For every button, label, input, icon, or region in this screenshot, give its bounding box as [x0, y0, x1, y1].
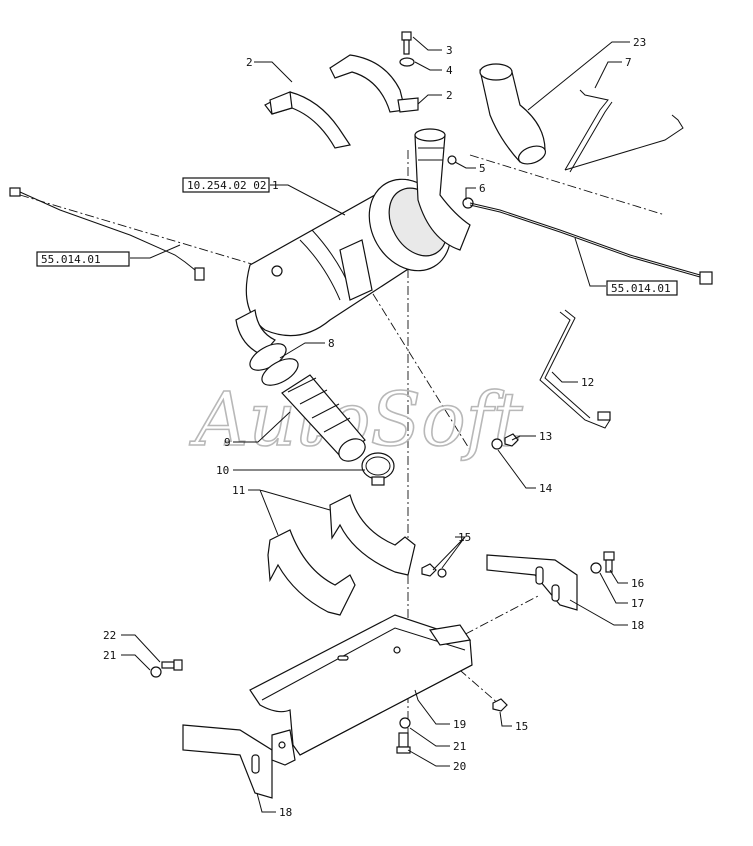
leader-lines — [121, 36, 630, 813]
hose-connector-item-8 — [249, 343, 299, 386]
callout-8: 8 — [328, 337, 335, 350]
callout-9: 9 — [224, 436, 231, 449]
svg-text:55.014.01: 55.014.01 — [611, 282, 671, 295]
callout-20: 20 — [453, 760, 466, 773]
callout-21-left: 21 — [103, 649, 116, 662]
cleaner-outlet-elbow — [414, 128, 471, 251]
callout-17: 17 — [631, 597, 644, 610]
callout-15-upper: 15 — [458, 531, 471, 544]
callout-15-lower: 15 — [515, 720, 528, 733]
callout-5: 5 — [479, 162, 486, 175]
axis-to-hose — [469, 154, 666, 216]
washer-item-21-left — [150, 666, 162, 678]
callout-14: 14 — [539, 482, 553, 495]
bolt-item-20 — [396, 732, 411, 754]
ref-box-air-cleaner: 10.254.02 02 — [182, 177, 270, 193]
nut-item-15-lower — [492, 698, 508, 712]
callout-1: 1 — [272, 179, 279, 192]
ref-box-sensor-left: 55.014.01 — [36, 251, 130, 267]
sensor-cable-right — [469, 202, 713, 285]
support-rod-item-7 — [564, 89, 684, 173]
callout-7: 7 — [625, 56, 632, 69]
callout-16: 16 — [631, 577, 644, 590]
nut-item-15-upper — [421, 563, 437, 577]
callout-2-right: 2 — [446, 89, 453, 102]
rod-item-12 — [539, 309, 611, 429]
air-cleaner-housing — [235, 178, 452, 356]
svg-text:10.254.02 02: 10.254.02 02 — [187, 179, 266, 192]
callout-22: 22 — [103, 629, 116, 642]
ref-box-sensor-right: 55.014.01 — [606, 280, 678, 296]
washer-item-17 — [590, 562, 602, 574]
callout-12: 12 — [581, 376, 594, 389]
intake-hose-item-23 — [479, 63, 547, 165]
callout-21-bottom: 21 — [453, 740, 466, 753]
callout-2-left: 2 — [246, 56, 253, 69]
callout-18-left: 18 — [279, 806, 292, 819]
callout-13: 13 — [539, 430, 552, 443]
svg-text:55.014.01: 55.014.01 — [41, 253, 101, 266]
washer-item-14 — [491, 438, 503, 450]
nut-item-5 — [447, 155, 457, 165]
axis-to-sensor-left — [19, 194, 273, 271]
bolt-item-16 — [603, 551, 615, 573]
callout-4: 4 — [446, 64, 453, 77]
bolt-item-22 — [161, 659, 183, 671]
sensor-cable-left — [9, 187, 205, 281]
saddle-bracket-right — [329, 494, 416, 576]
washer-item-4 — [399, 57, 415, 67]
nut-item-13 — [504, 433, 519, 447]
callout-10: 10 — [216, 464, 229, 477]
slotted-strap-left — [182, 724, 296, 799]
washer-item-21-bottom — [399, 717, 411, 729]
axis-clamp-to-bracket — [354, 264, 471, 451]
callout-23: 23 — [633, 36, 646, 49]
bellows-item-9 — [281, 374, 366, 462]
washer-item-15-upper — [437, 568, 447, 578]
callout-19: 19 — [453, 718, 466, 731]
band-strap-right — [329, 54, 419, 113]
saddle-bracket-left — [267, 529, 356, 616]
band-strap-left — [264, 91, 351, 149]
hose-clamp-item-10 — [361, 452, 395, 486]
callout-11: 11 — [232, 484, 245, 497]
slotted-strap-right — [486, 554, 578, 611]
callout-18-right: 18 — [631, 619, 644, 632]
base-plate-item-19 — [249, 614, 473, 756]
callout-3: 3 — [446, 44, 453, 57]
bolt-item-3 — [401, 31, 412, 55]
callout-6: 6 — [479, 182, 486, 195]
